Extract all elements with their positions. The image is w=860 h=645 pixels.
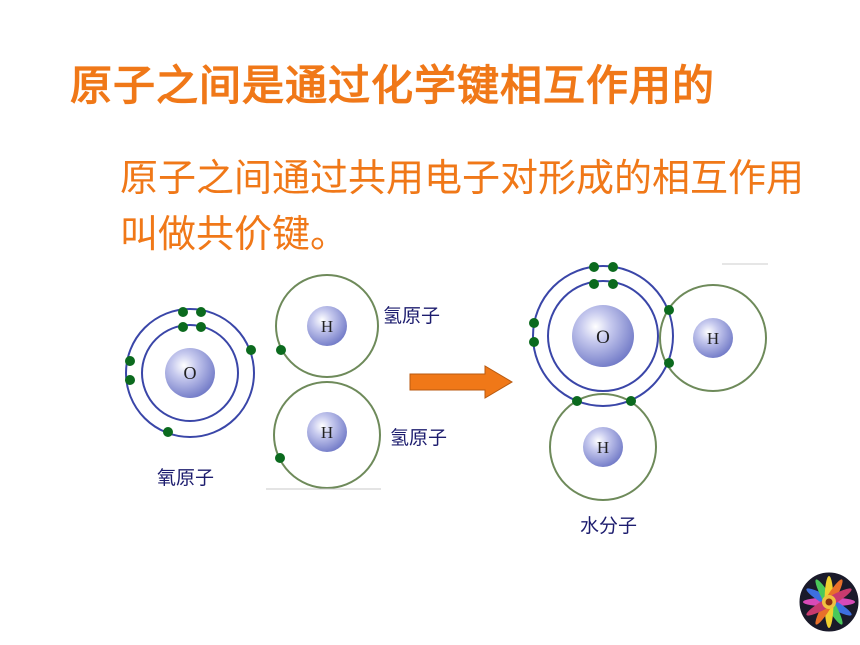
hydrogen-atom-1: H <box>275 274 379 378</box>
oxygen-electrons <box>125 307 256 437</box>
water-hydrogen-right-nucleus <box>693 318 733 358</box>
water-oxygen-inner-shell <box>547 280 659 392</box>
water-electrons <box>529 262 674 406</box>
electron <box>275 453 285 463</box>
oxygen-inner-shell <box>141 324 239 422</box>
electron <box>529 337 539 347</box>
reaction-arrow <box>409 365 513 399</box>
hydrogen-2-nucleus <box>307 412 347 452</box>
water-hydrogen-bottom-shell <box>549 393 657 501</box>
electron <box>196 307 206 317</box>
electron <box>589 279 599 289</box>
flower-logo-icon <box>798 571 860 633</box>
water-molecule: O H H <box>529 262 768 501</box>
oxygen-nucleus-symbol: O <box>184 363 197 383</box>
hydrogen-2-shell <box>273 381 381 489</box>
electron <box>125 356 135 366</box>
electron <box>178 322 188 332</box>
hydrogen-atom-1-label: 氢原子 <box>383 305 441 327</box>
hydrogen-atom-2-label: 氢原子 <box>390 427 448 449</box>
water-hydrogen-right-shell <box>659 284 767 392</box>
water-oxygen-nucleus <box>572 305 634 367</box>
water-molecule-label: 水分子 <box>580 515 638 537</box>
electron <box>529 318 539 328</box>
electron <box>608 262 618 272</box>
water-hydrogen-right-symbol: H <box>707 329 719 348</box>
oxygen-nucleus <box>165 348 215 398</box>
hydrogen-1-symbol: H <box>321 317 333 336</box>
oxygen-atom: O <box>125 307 256 438</box>
electron <box>125 375 135 385</box>
hydrogen-atom-2: H <box>266 381 381 490</box>
electron <box>589 262 599 272</box>
electron <box>608 279 618 289</box>
water-hydrogen-bottom-nucleus <box>583 427 623 467</box>
electron <box>163 427 173 437</box>
water-oxygen-symbol: O <box>596 327 610 348</box>
hydrogen-2-symbol: H <box>321 423 333 442</box>
hydrogen-1-nucleus <box>307 306 347 346</box>
oxygen-outer-shell <box>125 308 255 438</box>
electron <box>246 345 256 355</box>
electron <box>178 307 188 317</box>
electron <box>626 396 636 406</box>
electron <box>196 322 206 332</box>
electron <box>572 396 582 406</box>
electron <box>664 305 674 315</box>
hydrogen-1-shell <box>275 274 379 378</box>
slide-title: 原子之间是通过化学键相互作用的 <box>70 61 716 110</box>
water-hydrogen-bottom-symbol: H <box>597 438 609 457</box>
electron <box>664 358 674 368</box>
electron <box>276 345 286 355</box>
water-oxygen-outer-shell <box>532 265 674 407</box>
slide-body-text: 原子之间通过共用电子对形成的相互作用叫做共价键。 <box>120 156 805 256</box>
oxygen-atom-label: 氧原子 <box>157 467 215 489</box>
